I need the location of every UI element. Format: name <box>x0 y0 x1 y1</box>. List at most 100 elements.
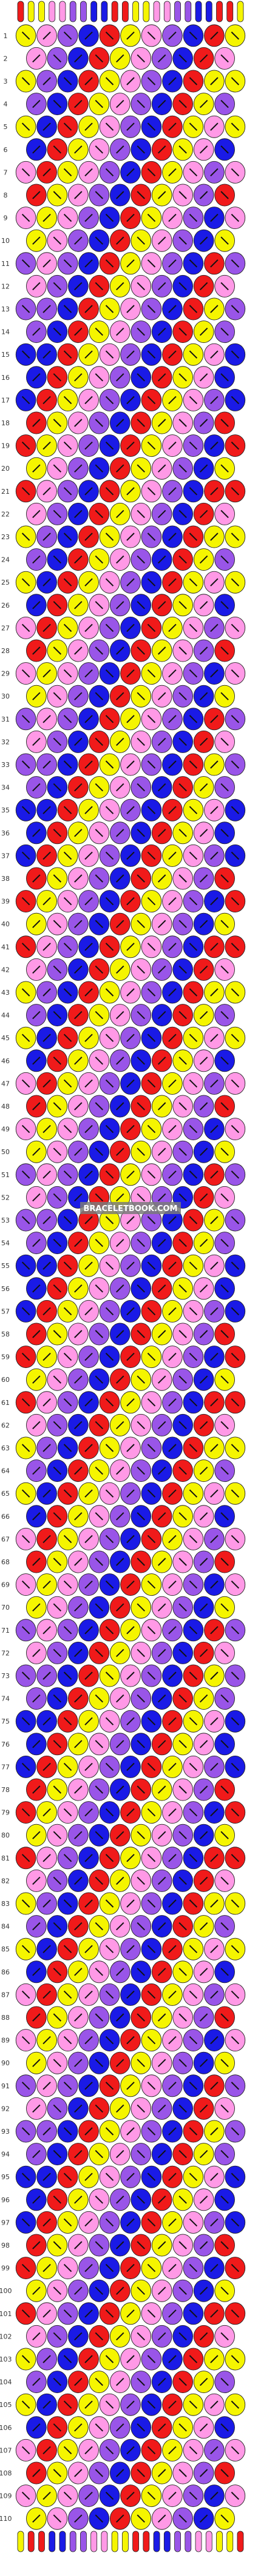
knot <box>120 2438 141 2461</box>
knot-arrow <box>105 1352 114 1361</box>
knot-arrow <box>158 737 166 746</box>
knot <box>89 184 110 207</box>
knot <box>89 2371 110 2394</box>
knot <box>47 1277 68 1300</box>
knot <box>193 2097 214 2120</box>
row-number: 75 <box>1 1718 10 1725</box>
string-bottom <box>205 2531 212 2552</box>
knot <box>26 2461 47 2485</box>
knot-arrow <box>199 737 208 746</box>
knot <box>120 2485 141 2508</box>
knot-arrow <box>158 1057 166 1065</box>
knot <box>141 343 162 366</box>
knot-arrow <box>231 1124 240 1134</box>
string-top <box>237 1 244 22</box>
knot-arrow <box>21 1261 30 1270</box>
knot-arrow <box>199 2286 208 2295</box>
knot-arrow <box>178 2377 187 2386</box>
knot-arrow <box>231 350 240 359</box>
knot <box>15 844 36 867</box>
string-top <box>121 1 129 22</box>
knot <box>204 2485 225 2508</box>
knot <box>109 639 130 662</box>
knot-arrow <box>105 1307 114 1316</box>
knot <box>193 93 214 116</box>
row-number: 8 <box>4 191 8 199</box>
string-bottom <box>143 2531 150 2552</box>
knot <box>204 844 225 867</box>
knot-arrow <box>126 1899 135 1908</box>
knot-arrow <box>189 2263 198 2272</box>
knot-arrow <box>63 1671 72 1680</box>
knot <box>225 525 246 548</box>
knot-arrow <box>42 1990 51 1999</box>
knot-arrow <box>220 1466 229 1475</box>
knot-arrow <box>158 2196 166 2204</box>
knot-arrow <box>147 2127 156 2136</box>
knot <box>162 2029 183 2052</box>
knot-arrow <box>32 236 41 245</box>
knot-arrow <box>63 1307 72 1316</box>
knot-arrow <box>32 1785 41 1794</box>
knot <box>89 912 110 935</box>
knot-arrow <box>126 487 135 496</box>
knot <box>26 1095 47 1118</box>
knot-arrow <box>189 1352 198 1361</box>
knot <box>57 1254 78 1277</box>
knot-arrow <box>63 1261 72 1270</box>
knot <box>214 1550 235 1573</box>
knot-arrow <box>168 2355 177 2363</box>
knot <box>99 252 120 275</box>
knot <box>193 1824 214 1847</box>
knot-arrow <box>137 737 145 746</box>
knot <box>57 1847 78 1870</box>
knot <box>151 1824 172 1847</box>
knot-arrow <box>74 1603 83 1612</box>
knot <box>57 1937 78 1960</box>
knot <box>67 1232 89 1255</box>
row-number: 70 <box>1 1604 10 1612</box>
knot <box>204 1664 225 1687</box>
knot <box>47 822 68 845</box>
knot <box>141 525 162 548</box>
knot-arrow <box>168 578 177 586</box>
string-top <box>27 1 35 22</box>
knot <box>57 1755 78 1778</box>
knot <box>120 844 141 867</box>
knot <box>109 1095 130 1118</box>
knot <box>67 502 89 525</box>
knot <box>214 47 235 70</box>
row-labels: 1234567891011121314151617181920212223242… <box>0 32 12 2523</box>
knot <box>120 252 141 275</box>
knot <box>172 47 194 70</box>
knot <box>109 1687 130 1710</box>
knot-arrow <box>84 350 93 359</box>
knot <box>109 457 130 480</box>
row-number: 72 <box>1 1649 10 1657</box>
knot <box>26 867 47 890</box>
knot-arrow <box>220 1421 229 1430</box>
knot-arrow <box>137 373 145 382</box>
knot-arrow <box>168 32 177 40</box>
knot-arrow <box>231 988 240 997</box>
knot <box>183 1436 204 1459</box>
knot <box>89 867 110 890</box>
knot-arrow <box>74 419 83 427</box>
knot <box>130 2234 152 2257</box>
knot-arrow <box>53 783 62 792</box>
knot <box>36 161 57 184</box>
knot <box>36 1300 57 1323</box>
knot-arrow <box>42 1398 51 1407</box>
knot-arrow <box>231 1079 240 1088</box>
knot-arrow <box>53 1057 62 1065</box>
knot-arrow <box>168 2127 177 2136</box>
knot <box>89 1232 110 1255</box>
row-number: 27 <box>1 624 10 632</box>
knot-arrow <box>220 2059 229 2067</box>
knot <box>26 548 47 571</box>
knot <box>130 1140 152 1163</box>
knot <box>214 2461 235 2485</box>
knot-arrow <box>178 920 187 928</box>
knot-arrow <box>199 510 208 519</box>
knot-arrow <box>189 2491 198 2500</box>
